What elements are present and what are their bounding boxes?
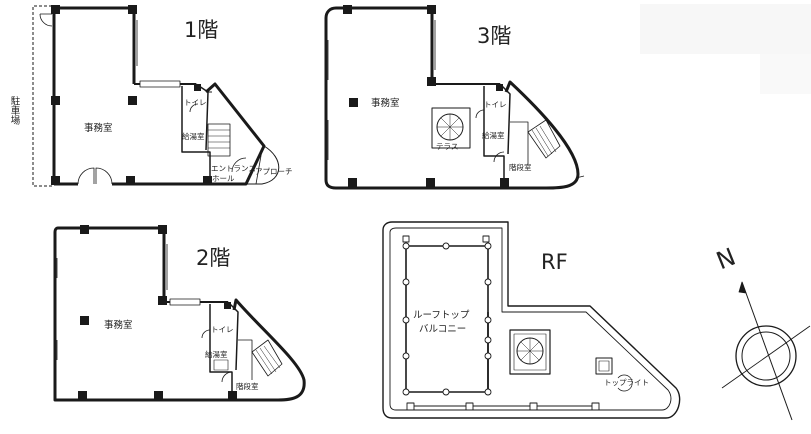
terrace-label: テラス bbox=[436, 142, 459, 151]
floor-3-kitchen-label: 給湯室 bbox=[482, 131, 505, 140]
balcony-label-line1: ルーフトップ bbox=[413, 310, 470, 321]
floor-1-kitchen-label: 給湯室 bbox=[182, 132, 205, 141]
roof-floor-title: RF bbox=[541, 250, 568, 274]
floor-1-office-label: 事務室 bbox=[84, 123, 113, 134]
floor-3-office-label: 事務室 bbox=[371, 98, 400, 109]
entrance-label-line1: エントランス bbox=[211, 164, 256, 173]
floor-1-plan bbox=[32, 5, 280, 187]
floor-2-office-label: 事務室 bbox=[104, 320, 133, 331]
roof-plan bbox=[382, 221, 681, 419]
entrance-label-line2: ホール bbox=[212, 174, 235, 183]
floor-2-title: 2階 bbox=[196, 246, 231, 270]
floor-2-plan bbox=[53, 225, 306, 402]
floor-2-stair-label: 階段室 bbox=[236, 382, 259, 391]
floor-3-title: 3階 bbox=[477, 24, 512, 48]
floor-2-toilet-label: トイレ bbox=[211, 325, 234, 334]
floor-3-toilet-label: トイレ bbox=[484, 100, 507, 109]
floor-3-plan bbox=[324, 5, 585, 190]
scan-smudge bbox=[640, 4, 811, 54]
scan-smudge bbox=[760, 54, 811, 94]
approach-label: アプローチ bbox=[255, 167, 293, 176]
floor-3-stair-label: 階段室 bbox=[509, 163, 532, 172]
floor-1-title: 1階 bbox=[184, 18, 219, 42]
floor-2-kitchen-label: 給湯室 bbox=[205, 350, 228, 359]
floor-1-toilet-label: トイレ bbox=[184, 98, 207, 107]
parking-label: 駐車場 bbox=[8, 96, 20, 125]
compass-rose bbox=[721, 281, 811, 421]
toplight-label: トップライト bbox=[604, 378, 649, 387]
balcony-label-line2: バルコニー bbox=[419, 324, 467, 335]
